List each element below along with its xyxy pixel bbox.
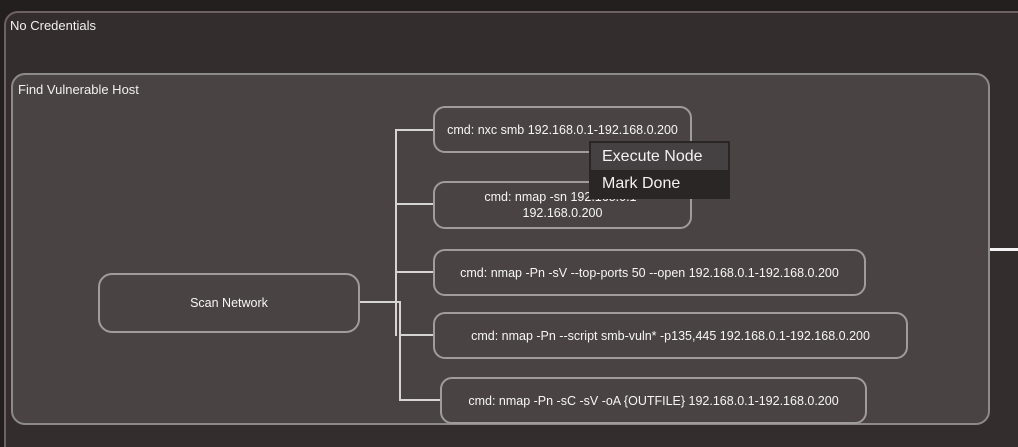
connector-group-exit [990, 248, 1018, 251]
node-scan-network-label: Scan Network [190, 296, 268, 310]
node-cmd-nmap-outfile-label: cmd: nmap -Pn -sC -sV -oA {OUTFILE} 192.… [468, 393, 839, 408]
group-no-credentials-label: No Credentials [10, 18, 96, 33]
connector-stub-child-3 [396, 271, 433, 273]
node-cmd-nxc-smb[interactable]: cmd: nxc smb 192.168.0.1-192.168.0.200 [433, 106, 692, 153]
menu-item-execute-node[interactable]: Execute Node [591, 143, 728, 170]
connector-stub-child-1 [396, 129, 433, 131]
menu-item-execute-node-label: Execute Node [602, 147, 703, 165]
node-cmd-nmap-smb-vuln[interactable]: cmd: nmap -Pn --script smb-vuln* -p135,4… [433, 312, 908, 359]
group-find-vulnerable-host-label: Find Vulnerable Host [18, 82, 139, 97]
node-cmd-nmap-outfile[interactable]: cmd: nmap -Pn -sC -sV -oA {OUTFILE} 192.… [440, 377, 867, 424]
node-cmd-nmap-top-ports[interactable]: cmd: nmap -Pn -sV --top-ports 50 --open … [433, 249, 866, 296]
connector-spine-lower [399, 301, 401, 401]
connector-stub-child-4 [400, 334, 433, 336]
node-cmd-nmap-top-ports-label: cmd: nmap -Pn -sV --top-ports 50 --open … [460, 265, 839, 280]
menu-item-mark-done[interactable]: Mark Done [591, 170, 728, 197]
menu-item-mark-done-label: Mark Done [602, 174, 681, 192]
node-scan-network[interactable]: Scan Network [98, 273, 360, 333]
connector-spine-upper [395, 129, 397, 336]
node-cmd-nxc-smb-label: cmd: nxc smb 192.168.0.1-192.168.0.200 [447, 122, 678, 137]
node-cmd-nmap-smb-vuln-label: cmd: nmap -Pn --script smb-vuln* -p135,4… [471, 328, 870, 343]
connector-stub-child-5 [400, 399, 441, 401]
node-context-menu: Execute Node Mark Done [589, 141, 730, 199]
connector-root-to-spine [358, 301, 400, 303]
connector-stub-child-2 [396, 203, 433, 205]
